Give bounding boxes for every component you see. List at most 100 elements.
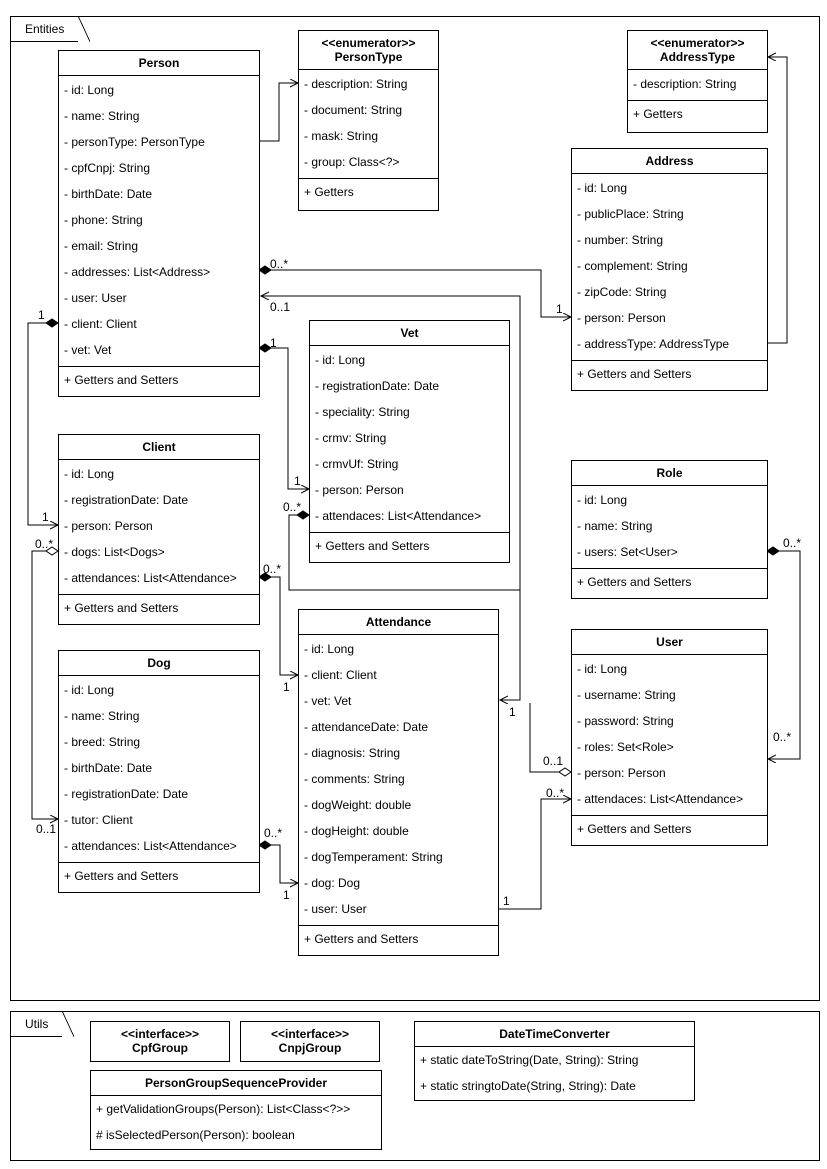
diamond-user-person xyxy=(558,767,572,777)
class-addresstype-operations: + Getters xyxy=(628,101,767,127)
line-person-user xyxy=(261,296,521,700)
vet-attr-person: - person: Person xyxy=(315,483,404,497)
address-attr-complement: - complement: String xyxy=(577,259,688,273)
class-user[interactable]: User - id: Long - username: String - pas… xyxy=(571,629,768,846)
attendance-attr-attendancedate: - attendanceDate: Date xyxy=(304,720,429,734)
role-attr-name: - name: String xyxy=(577,519,653,533)
dog-attr-attendances: - attendances: List<Attendance> xyxy=(64,839,237,853)
package-utils: Utils xyxy=(10,1011,820,1161)
person-attr-user: - user: User xyxy=(64,291,127,305)
persontype-attr-mask: - mask: String xyxy=(304,129,379,143)
diamond-dog-attendance xyxy=(258,840,272,850)
class-vet[interactable]: Vet - id: Long - registrationDate: Date … xyxy=(309,320,510,563)
line-person-client xyxy=(27,322,58,525)
class-dog-name: Dog xyxy=(59,651,259,676)
user-attr-id: - id: Long xyxy=(577,662,628,676)
line-user-person xyxy=(529,703,565,773)
class-addresstype[interactable]: <<enumerator>> AddressType - description… xyxy=(627,30,768,133)
attendance-attr-id: - id: Long xyxy=(304,642,355,656)
class-vet-name: Vet xyxy=(310,321,509,346)
dog-attr-name: - name: String xyxy=(64,709,140,723)
diamond-person-vet xyxy=(258,343,272,353)
pgsp-op-isselectedperson: # isSelectedPerson(Person): boolean xyxy=(96,1128,295,1142)
class-datetimeconverter[interactable]: DateTimeConverter + static dateToString(… xyxy=(414,1021,695,1101)
address-op-getters-setters: + Getters and Setters xyxy=(577,367,692,381)
cnpjgroup-stereotype: <<interface>> xyxy=(270,1027,350,1041)
person-op-getters-setters: + Getters and Setters xyxy=(64,373,179,387)
user-attr-attendaces: - attendaces: List<Attendance> xyxy=(577,792,744,806)
line-attendance-user xyxy=(498,799,571,910)
class-cnpjgroup[interactable]: <<interface>> CnpjGroup xyxy=(240,1021,380,1062)
attendance-attr-comments: - comments: String xyxy=(304,772,405,786)
mult-role-users: 0..* xyxy=(783,536,802,550)
person-attr-persontype: - personType: PersonType xyxy=(64,135,205,149)
class-attendance-attributes: - id: Long - client: Client - vet: Vet -… xyxy=(299,635,498,926)
class-persongroupsequenceprovider-name: PersonGroupSequenceProvider xyxy=(91,1071,381,1096)
line-role-user xyxy=(768,550,801,759)
mult-client-attendances: 0..* xyxy=(263,562,282,576)
class-cpfgroup-name: <<interface>> CpfGroup xyxy=(91,1022,229,1060)
class-persongroupsequenceprovider[interactable]: PersonGroupSequenceProvider + getValidat… xyxy=(90,1070,382,1150)
address-attr-zipcode: - zipCode: String xyxy=(577,285,667,299)
class-client-name: Client xyxy=(59,435,259,460)
mult-person-vet: 1 xyxy=(270,336,277,350)
class-attendance[interactable]: Attendance - id: Long - client: Client -… xyxy=(298,609,499,956)
address-attr-addresstype: - addressType: AddressType xyxy=(577,337,730,351)
class-dog-operations: + Getters and Setters xyxy=(59,863,259,889)
class-persontype-operations: + Getters xyxy=(299,179,438,205)
attendance-attr-dogweight: - dogWeight: double xyxy=(304,798,412,812)
persontype-attr-group: - group: Class<?> xyxy=(304,155,400,169)
class-addresstype-attributes: - description: String xyxy=(628,70,767,101)
mult-client-dogs: 0..* xyxy=(35,537,54,551)
vet-attr-crmvuf: - crmvUf: String xyxy=(315,457,399,471)
person-attr-cpfcnpj: - cpfCnpj: String xyxy=(64,161,151,175)
class-client[interactable]: Client - id: Long - registrationDate: Da… xyxy=(58,434,260,625)
dog-op-getters-setters: + Getters and Setters xyxy=(64,869,179,883)
mult-person-client: 1 xyxy=(38,308,45,322)
class-client-operations: + Getters and Setters xyxy=(59,595,259,621)
dog-attr-registrationdate: - registrationDate: Date xyxy=(64,787,189,801)
mult-client-person: 1 xyxy=(42,510,49,524)
client-attr-attendances: - attendances: List<Attendance> xyxy=(64,571,237,585)
address-attr-number: - number: String xyxy=(577,233,664,247)
class-person[interactable]: Person - id: Long - name: String - perso… xyxy=(58,50,260,397)
class-persontype[interactable]: <<enumerator>> PersonType - description:… xyxy=(298,30,439,211)
pgsp-op-getvalidationgroups: + getValidationGroups(Person): List<Clas… xyxy=(96,1102,351,1116)
diamond-person-addresses xyxy=(258,265,272,275)
attendance-attr-dogtemperament: - dogTemperament: String xyxy=(304,850,443,864)
cpfgroup-stereotype: <<interface>> xyxy=(120,1027,200,1041)
class-role-operations: + Getters and Setters xyxy=(572,569,767,595)
address-attr-id: - id: Long xyxy=(577,181,628,195)
mult-dog-tutor: 0..1 xyxy=(36,822,57,836)
client-attr-dogs: - dogs: List<Dogs> xyxy=(64,545,165,559)
mult-vet-person: 1 xyxy=(294,474,301,488)
person-attr-client: - client: Client xyxy=(64,317,137,331)
line-person-persontype xyxy=(259,83,298,142)
person-attr-email: - email: String xyxy=(64,239,139,253)
vet-attr-crmv: - crmv: String xyxy=(315,431,387,445)
user-attr-username: - username: String xyxy=(577,688,676,702)
class-persongroupsequenceprovider-operations: + getValidationGroups(Person): List<Clas… xyxy=(91,1096,381,1148)
attendance-attr-vet: - vet: Vet xyxy=(304,694,352,708)
user-op-getters-setters: + Getters and Setters xyxy=(577,822,692,836)
user-attr-person: - person: Person xyxy=(577,766,666,780)
class-person-name: Person xyxy=(59,51,259,76)
class-role[interactable]: Role - id: Long - name: String - users: … xyxy=(571,460,768,599)
class-cpfgroup[interactable]: <<interface>> CpfGroup xyxy=(90,1021,230,1062)
cnpjgroup-title: CnpjGroup xyxy=(278,1041,342,1055)
class-person-operations: + Getters and Setters xyxy=(59,367,259,393)
class-datetimeconverter-name: DateTimeConverter xyxy=(415,1022,694,1047)
class-dog[interactable]: Dog - id: Long - name: String - breed: S… xyxy=(58,650,260,893)
client-attr-registrationdate: - registrationDate: Date xyxy=(64,493,189,507)
mult-user-attendaces: 0..* xyxy=(546,786,565,800)
addresstype-attr-description: - description: String xyxy=(633,77,737,91)
mult-user-roles: 0..* xyxy=(773,730,792,744)
persontype-attr-document: - document: String xyxy=(304,103,403,117)
class-persontype-name: <<enumerator>> PersonType xyxy=(299,31,438,70)
class-address[interactable]: Address - id: Long - publicPlace: String… xyxy=(571,148,768,391)
class-vet-attributes: - id: Long - registrationDate: Date - sp… xyxy=(310,346,509,533)
persontype-title: PersonType xyxy=(334,50,403,64)
client-op-getters-setters: + Getters and Setters xyxy=(64,601,179,615)
diamond-client-attendance xyxy=(258,572,272,582)
dtc-op-datetostring: + static dateToString(Date, String): Str… xyxy=(420,1053,639,1067)
